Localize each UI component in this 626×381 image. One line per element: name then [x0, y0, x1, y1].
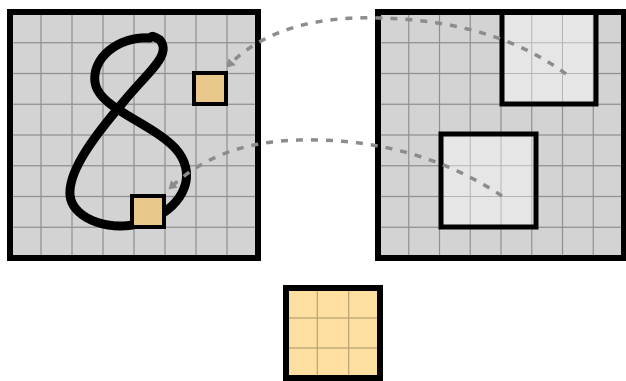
feature-map-panel — [378, 12, 624, 258]
highlighted-pixel-bottom — [132, 196, 164, 227]
receptive-field-bottom — [441, 134, 536, 227]
receptive-field-top — [502, 12, 596, 104]
filter-kernel-icon — [286, 288, 380, 378]
input-image-panel — [10, 12, 258, 258]
highlighted-pixel-top — [194, 73, 226, 104]
kernel-background — [286, 288, 380, 378]
